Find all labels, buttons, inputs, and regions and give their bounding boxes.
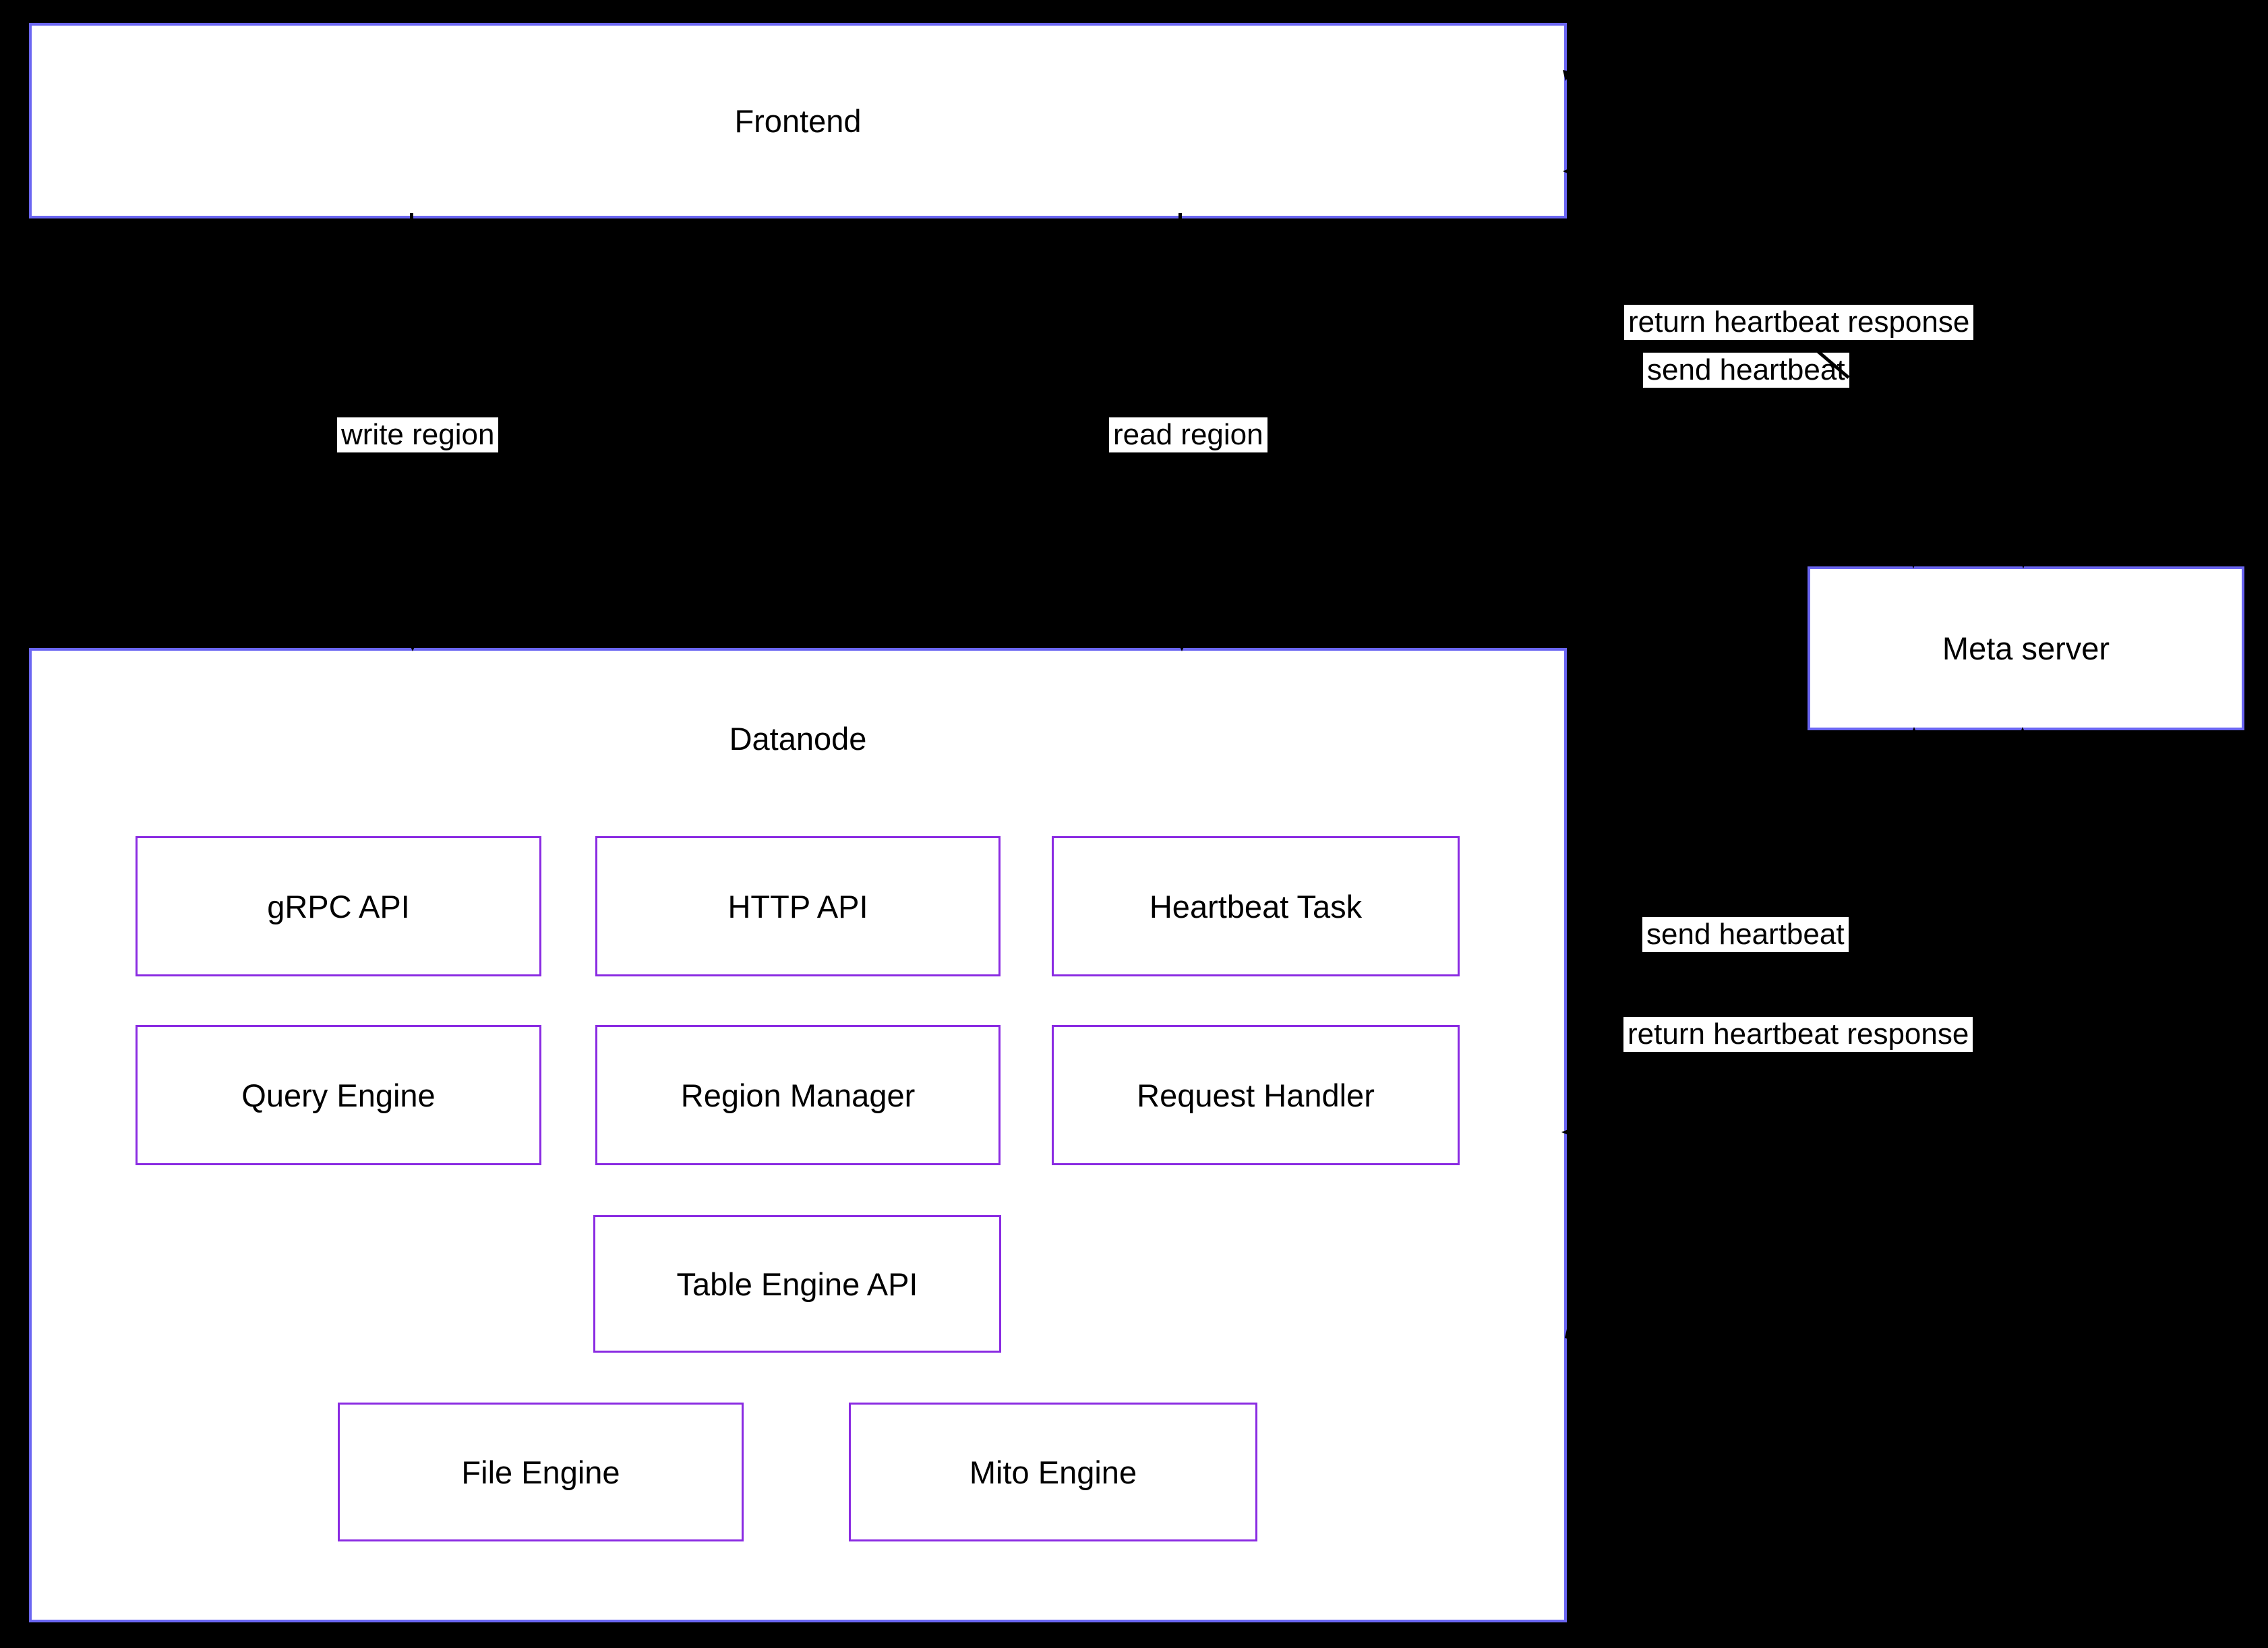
node-region-manager: Region Manager xyxy=(595,1025,1001,1165)
edge-label-send-heartbeat-frontend: send heartbeat xyxy=(1643,353,1849,388)
node-meta-server-label: Meta server xyxy=(1942,630,2110,666)
edge-label-read-region: read region xyxy=(1109,417,1267,452)
node-heartbeat-task: Heartbeat Task xyxy=(1052,836,1460,976)
node-query-engine: Query Engine xyxy=(136,1025,541,1165)
node-region-manager-label: Region Manager xyxy=(680,1077,916,1113)
node-heartbeat-task-label: Heartbeat Task xyxy=(1149,888,1363,924)
edge-label-return-heartbeat-frontend: return heartbeat response xyxy=(1624,305,1974,340)
edge-label-write-region: write region xyxy=(337,417,499,452)
node-datanode-label: Datanode xyxy=(729,721,867,757)
node-http-api-label: HTTP API xyxy=(727,888,868,924)
node-grpc-api: gRPC API xyxy=(136,836,541,976)
node-request-handler: Request Handler xyxy=(1052,1025,1460,1165)
node-mito-engine-label: Mito Engine xyxy=(969,1454,1137,1490)
node-table-engine-api: Table Engine API xyxy=(593,1215,1001,1353)
edge-label-return-heartbeat-datanode: return heartbeat response xyxy=(1623,1017,1973,1052)
node-query-engine-label: Query Engine xyxy=(241,1077,436,1113)
node-table-engine-api-label: Table Engine API xyxy=(676,1266,918,1302)
node-file-engine: File Engine xyxy=(338,1403,744,1541)
node-grpc-api-label: gRPC API xyxy=(267,888,410,924)
node-http-api: HTTP API xyxy=(595,836,1001,976)
node-request-handler-label: Request Handler xyxy=(1137,1077,1375,1113)
node-meta-server: Meta server xyxy=(1808,566,2244,730)
node-frontend: Frontend xyxy=(29,23,1567,218)
edge-label-send-heartbeat-datanode: send heartbeat xyxy=(1642,917,1849,952)
node-frontend-label: Frontend xyxy=(734,102,862,139)
node-file-engine-label: File Engine xyxy=(461,1454,620,1490)
node-mito-engine: Mito Engine xyxy=(849,1403,1257,1541)
